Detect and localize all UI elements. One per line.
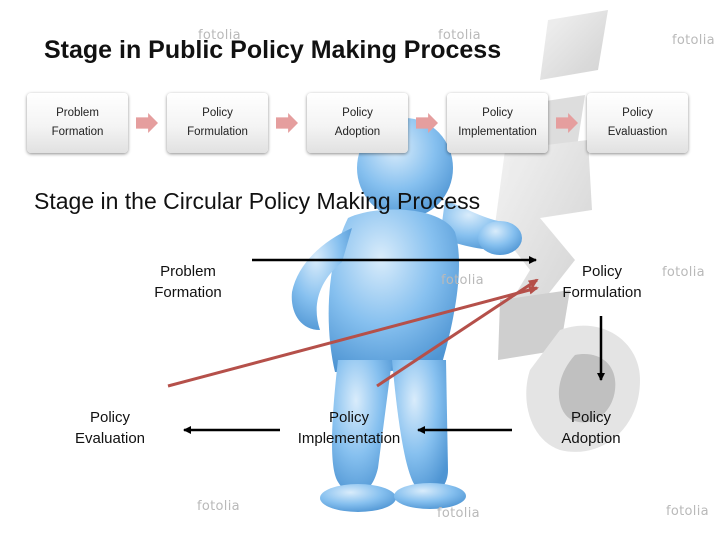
step-label: Formulation	[187, 126, 248, 138]
node-label: Formation	[154, 284, 222, 301]
node-label: Evaluation	[74, 430, 146, 447]
chevron-right-icon	[276, 113, 298, 133]
step-label: Problem	[56, 107, 99, 119]
step-label: Formation	[51, 126, 104, 138]
step-label: Adoption	[334, 126, 381, 138]
watermark: fotolia	[438, 28, 481, 43]
watermark: fotolia	[666, 504, 709, 519]
step-label: Evaluastion	[607, 126, 668, 138]
node-label: Formulation	[562, 284, 642, 301]
node-label: Policy	[328, 409, 369, 426]
watermark: fotolia	[672, 33, 715, 48]
node-label: Adoption	[561, 430, 621, 447]
feedback-arrow-implementation	[376, 278, 539, 388]
node-policy-formulation: Policy Formulation	[532, 261, 672, 303]
chevron-right-icon	[556, 113, 578, 133]
watermark: fotolia	[662, 265, 705, 280]
chevron-right-icon	[416, 113, 438, 133]
chevron-right-icon	[136, 113, 158, 133]
blue-figure	[291, 118, 522, 512]
watermark: fotolia	[198, 28, 241, 43]
node-label: Policy	[89, 409, 130, 426]
watermark: fotolia	[437, 506, 480, 521]
step-label: Policy	[482, 107, 513, 119]
watermark: fotolia	[441, 273, 484, 288]
step-label: Policy	[342, 107, 373, 119]
feedback-arrow-evaluation	[167, 285, 539, 388]
step-label: Implementation	[458, 126, 537, 138]
watermark: fotolia	[197, 499, 240, 514]
node-problem-formation: Problem Formation	[118, 261, 258, 303]
page-title: Stage in Public Policy Making Process	[44, 36, 502, 64]
node-label: Policy	[581, 263, 622, 280]
section-title: Stage in the Circular Policy Making Proc…	[34, 188, 481, 214]
circular-arrows	[167, 256, 605, 434]
node-policy-implementation: Policy Implementation	[279, 407, 419, 449]
node-label: Implementation	[297, 430, 401, 447]
node-policy-evaluation: Policy Evaluation	[40, 407, 180, 449]
node-label: Problem	[160, 263, 216, 280]
step-label: Policy	[202, 107, 233, 119]
node-label: Policy	[570, 409, 611, 426]
node-policy-adoption: Policy Adoption	[521, 407, 661, 449]
step-label: Policy	[622, 107, 653, 119]
